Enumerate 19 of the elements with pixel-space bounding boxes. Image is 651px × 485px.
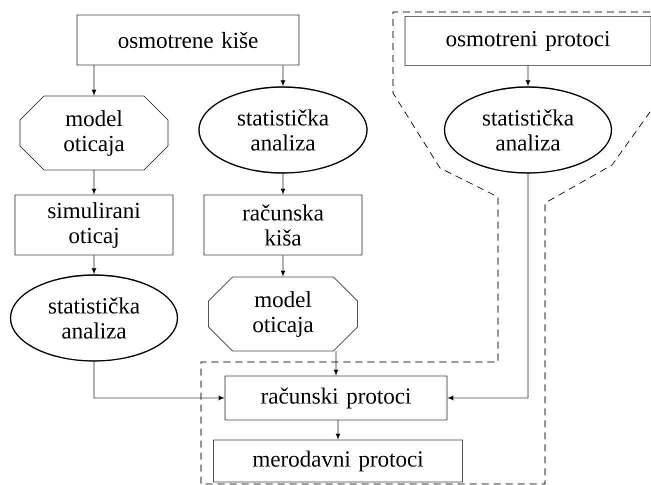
arrow — [280, 65, 286, 86]
process-box: osmotreni protoci — [404, 16, 651, 66]
arrow — [526, 66, 530, 86]
process-box: osmotrene kiše — [76, 14, 300, 66]
model-octagon: model oticaja — [20, 96, 168, 170]
process-box: računska kiša — [204, 194, 362, 256]
arrow — [92, 255, 96, 274]
arrow — [280, 173, 286, 194]
arrow — [280, 255, 286, 276]
arrow — [336, 420, 340, 439]
arrow — [92, 170, 96, 194]
arrow — [448, 173, 528, 400]
arrow — [92, 65, 96, 95]
process-box: merodavni protoci — [213, 440, 463, 482]
model-octagon: model oticaja — [208, 276, 358, 352]
arrow — [334, 351, 338, 375]
arrow — [94, 361, 224, 400]
process-box: računski protoci — [224, 376, 448, 420]
process-box: simulirani oticaj — [14, 194, 174, 256]
